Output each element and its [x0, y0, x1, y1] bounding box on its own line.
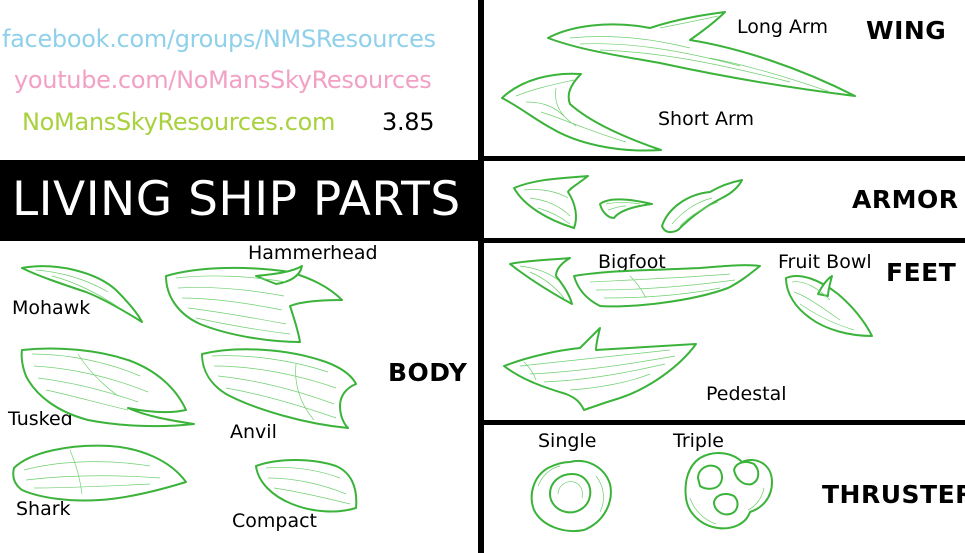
anvil-body-part: [201, 348, 357, 429]
section-title-feet: FEET: [886, 258, 957, 287]
youtube-link[interactable]: youtube.com/NoMansSkyResources: [14, 66, 432, 94]
section-title-wing: WING: [866, 16, 947, 45]
section-title-armor: ARMOR: [852, 185, 959, 214]
part-label-tusked: Tusked: [8, 408, 73, 430]
compact-body-part: [255, 459, 358, 513]
divider-feet-thruster: [478, 420, 965, 425]
fruit-bowl-foot-part: [785, 275, 873, 337]
long-arm-wing-part: [547, 11, 856, 97]
part-label-bigfoot: Bigfoot: [598, 251, 666, 273]
bigfoot-foot-part: [573, 264, 761, 308]
armor-part-2: [599, 198, 653, 219]
short-arm-wing-part: [501, 72, 662, 152]
armor-part-3: [661, 179, 743, 234]
mohawk-body-part: [21, 265, 143, 323]
part-label-long-arm: Long Arm: [737, 16, 829, 38]
pedestal-foot-part: [503, 327, 697, 411]
divider-armor-feet: [478, 238, 965, 243]
part-label-hammerhead: Hammerhead: [248, 242, 378, 264]
page-title: LIVING SHIP PARTS: [12, 172, 461, 227]
armor-part-1: [513, 175, 589, 229]
part-label-pedestal: Pedestal: [706, 383, 787, 405]
part-label-shark: Shark: [16, 498, 71, 520]
hammerhead-body-part: [165, 265, 343, 343]
shark-body-part: [12, 444, 187, 502]
section-title-thruster: THRUSTER: [822, 480, 965, 509]
section-title-body: BODY: [388, 358, 468, 387]
part-label-compact: Compact: [232, 510, 317, 532]
tusked-body-part: [20, 347, 195, 428]
bigfoot-foot-part-small: [509, 257, 573, 305]
part-label-fruit-bowl: Fruit Bowl: [778, 251, 872, 273]
triple-thruster-part: [684, 452, 773, 530]
part-label-mohawk: Mohawk: [12, 297, 91, 319]
single-thruster-part: [530, 460, 612, 532]
vertical-divider: [478, 0, 484, 553]
title-band: LIVING SHIP PARTS: [0, 160, 478, 241]
part-label-single: Single: [538, 430, 597, 452]
divider-wing-armor: [478, 156, 965, 161]
part-label-short-arm: Short Arm: [658, 108, 755, 130]
website-link[interactable]: NoMansSkyResources.com: [22, 108, 336, 136]
part-label-anvil: Anvil: [230, 421, 277, 443]
part-label-triple: Triple: [673, 430, 724, 452]
version-label: 3.85: [382, 108, 435, 136]
facebook-link[interactable]: facebook.com/groups/NMSResources: [2, 25, 436, 53]
